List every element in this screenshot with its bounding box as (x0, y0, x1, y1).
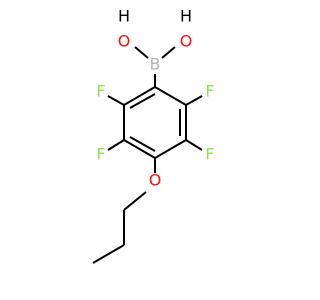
oh-right-oxygen-label: O (180, 32, 193, 51)
fluorine-lower-left-label: F (96, 145, 105, 164)
bond-c3-f (185, 139, 203, 151)
oh-left-hydrogen-label: H (118, 7, 130, 26)
fluorine-upper-left-label: F (96, 82, 105, 101)
bond-ring-c4-c5-inner (129, 136, 156, 152)
boron-label: B (150, 55, 161, 74)
oh-left-oxygen-label: O (118, 32, 131, 51)
bond-b-o-left (134, 46, 149, 59)
bond-ring-c3-c4 (154, 139, 187, 159)
bond-ring-c1-c2 (154, 86, 187, 106)
oh-right-hydrogen-label: H (180, 7, 192, 26)
bond-b-o-right (161, 46, 176, 59)
bond-c6-f (107, 95, 125, 106)
fluorine-lower-right-label: F (205, 145, 214, 164)
bond-c2-f (185, 95, 203, 106)
molecule-structure: O H O H B F F F F O (92, 7, 215, 264)
bond-ring-c4-c5 (123, 139, 156, 159)
bond-c5-f (107, 139, 125, 151)
fluorine-upper-right-label: F (205, 82, 214, 101)
molecule-svg: O H O H B F F F F O (92, 7, 215, 264)
ether-oxygen-label: O (149, 171, 162, 190)
bond-ch2-ch3 (92, 244, 125, 264)
bond-ring-c6-c1-inner (129, 93, 156, 109)
bond-o-ch2 (123, 191, 147, 211)
bond-ring-c6-c1 (123, 86, 156, 106)
